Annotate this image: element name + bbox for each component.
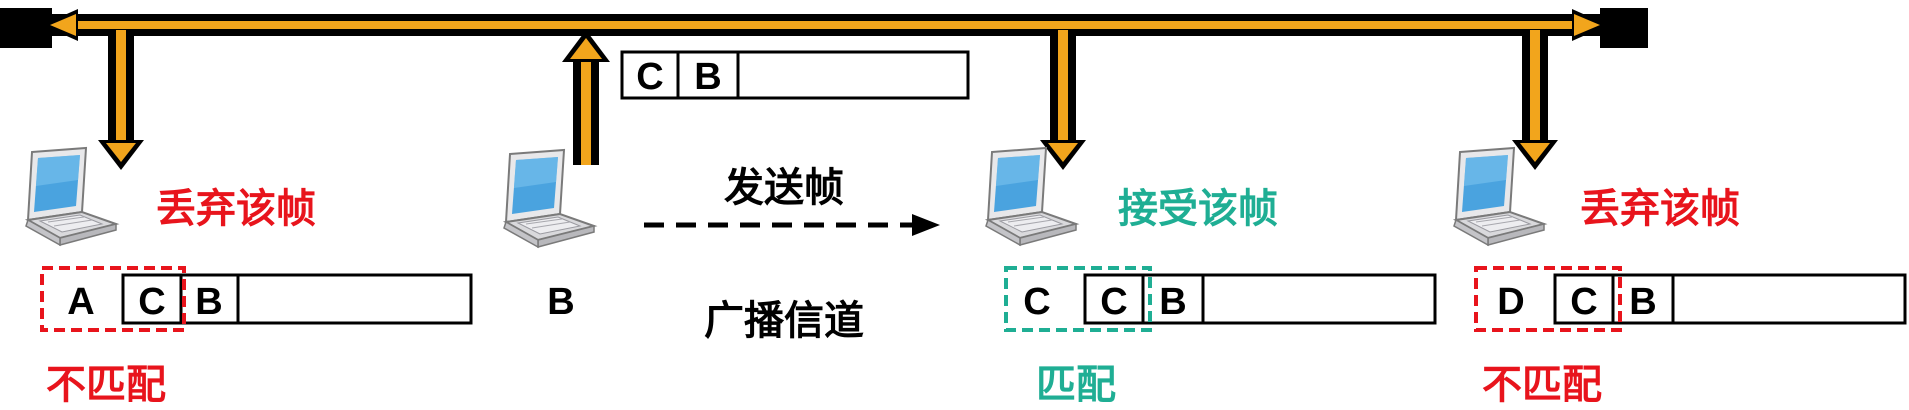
station-c-frame: C C B — [1004, 266, 1437, 332]
station-c-frame-src: B — [1159, 281, 1186, 323]
station-d-frame-dest: C — [1570, 281, 1597, 323]
station-a-frame: A C B — [40, 266, 473, 332]
station-a-match: 不匹配 — [46, 362, 166, 408]
station-d-frame-src: B — [1629, 281, 1656, 323]
station-a-address: A — [67, 281, 94, 323]
station-c-action: 接受该帧 — [1118, 186, 1278, 232]
station-c-frame-dest: C — [1100, 281, 1127, 323]
sent-frame-dest: C — [636, 56, 663, 98]
station-d-frame: D C B — [1474, 266, 1907, 332]
laptop-a-icon — [25, 147, 117, 246]
drop-arrow-c — [1040, 30, 1086, 170]
station-d-match: 不匹配 — [1482, 362, 1602, 408]
station-c-address: C — [1023, 281, 1050, 323]
station-d-address: D — [1497, 281, 1524, 323]
transmission-arrow — [644, 214, 940, 236]
sent-frame: C B — [620, 50, 970, 100]
drop-arrow-d — [1512, 30, 1558, 170]
station-a-frame-dest: C — [138, 281, 165, 323]
station-b-address: B — [547, 281, 574, 323]
uplink-arrow-b — [562, 30, 610, 165]
channel-label: 广播信道 — [704, 298, 864, 344]
station-d-action: 丢弃该帧 — [1580, 186, 1740, 232]
bus-line — [0, 8, 1648, 48]
drop-arrow-a — [98, 30, 144, 170]
station-a-frame-src: B — [195, 281, 222, 323]
station-c-match: 匹配 — [1036, 362, 1116, 408]
sent-frame-src: B — [694, 56, 721, 98]
transmission-label: 发送帧 — [724, 165, 844, 211]
station-a-action: 丢弃该帧 — [156, 186, 316, 232]
